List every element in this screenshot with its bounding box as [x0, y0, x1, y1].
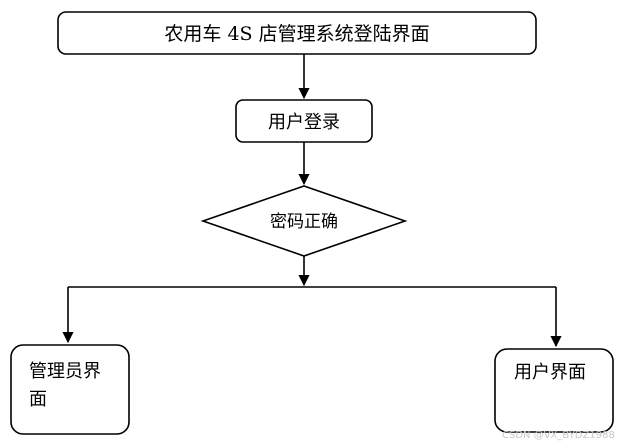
watermark: CSDN @VX_BYDZ1988: [502, 430, 615, 441]
admin-box: [10, 344, 130, 435]
title-box: [57, 11, 537, 55]
admin-text-line2: 面: [29, 389, 47, 410]
user-box: [494, 348, 614, 433]
login-text: 用户登录: [268, 112, 340, 133]
title-text: 农用车 4S 店管理系统登陆界面: [164, 23, 429, 45]
decision-text: 密码正确: [270, 212, 338, 232]
user-text: 用户界面: [514, 362, 586, 383]
admin-text-line1: 管理员界: [29, 361, 101, 382]
